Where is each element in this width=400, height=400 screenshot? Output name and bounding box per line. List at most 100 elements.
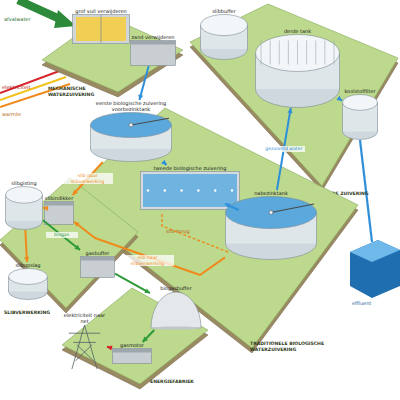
- node-label: slibgisting: [5, 180, 43, 186]
- tank-lamella: [270, 40, 271, 64]
- dome-base: [151, 327, 201, 330]
- tank-top: [91, 113, 172, 138]
- node-label: tweede biologische zuivering: [140, 165, 240, 171]
- platform-top: [0, 178, 138, 308]
- power-pylon: [69, 325, 101, 369]
- node-label: zand verwijderen: [130, 34, 176, 40]
- tank-edge: [8, 277, 9, 292]
- inflow-label: afvalwater: [4, 16, 30, 22]
- node-caption: biogasbuffer: [150, 285, 202, 291]
- equipment-box: [81, 257, 115, 278]
- node-label: gasbuffer: [80, 250, 115, 256]
- aeration-bubble: [214, 189, 216, 191]
- node-caption: slibgisting: [5, 180, 43, 186]
- node-caption: TRADITIONELE BIOLOGISCHE WATERZUIVERING: [250, 341, 358, 353]
- pipe-connector: [43, 220, 80, 250]
- node-label: slibopslag: [8, 262, 48, 268]
- clarifier-bridge: [271, 204, 314, 213]
- cyl-node: slibgisting: [5, 180, 43, 230]
- node-caption: slibbuffer: [200, 8, 248, 14]
- tank-edge: [200, 25, 201, 49]
- gas-dome: [151, 292, 201, 328]
- equipment-box: [45, 202, 74, 225]
- tank-edge: [316, 213, 317, 244]
- clarifier-bridge: [131, 118, 169, 125]
- node-caption: slibopslag: [8, 262, 48, 268]
- process-platform: SLIBVERWERKING slibgisting slibindikker gas…: [0, 170, 140, 320]
- screen-housing: [73, 15, 130, 44]
- node-caption: elektriciteit naar net: [62, 312, 107, 324]
- node-shape: [255, 34, 340, 108]
- tank-lamella: [315, 40, 316, 64]
- node-shape: [62, 324, 107, 370]
- screen-node: grof vuil verwijderen: [72, 8, 130, 44]
- clar-node: eerste biologische zuiveringvoorbezinkta…: [90, 100, 172, 162]
- node-shape: [5, 186, 43, 230]
- node-caption: tweede biologische zuivering: [140, 165, 240, 171]
- arrow-head: [336, 96, 342, 101]
- pipe-connector: [74, 222, 225, 275]
- node-label: derde tank: [255, 28, 340, 34]
- tank-edge: [42, 195, 43, 221]
- node-shape: [112, 348, 152, 364]
- aeration-bubble: [164, 189, 166, 191]
- tank-edge: [255, 53, 256, 89]
- process-platform: ENERGIEFABRIEK biogasbuffer gasmotor elektr…: [60, 280, 210, 390]
- node-label: nabezinktank: [225, 190, 317, 196]
- equipment-top: [81, 257, 115, 261]
- bigtank-node: derde tank: [255, 28, 340, 108]
- equipment-top: [113, 349, 152, 353]
- platform-label: ENERGIEFABRIEK: [150, 379, 208, 385]
- pipe-connector: [115, 274, 150, 293]
- node-label: slibbuffer: [200, 8, 248, 14]
- node-caption: SLIBVERWERKING: [4, 310, 64, 316]
- node-caption: zand verwijderen: [130, 34, 176, 40]
- arrow-head: [287, 108, 292, 113]
- arrow-head: [143, 337, 148, 342]
- pipe-connector: [143, 330, 155, 342]
- node-label: slibindikker: [44, 195, 74, 201]
- arrow-head: [144, 288, 150, 293]
- node-label: gasmotor: [112, 342, 152, 348]
- cyl-node: koolstoffilter: [342, 88, 378, 140]
- node-label: biogasbuffer: [150, 285, 202, 291]
- arrow-head: [74, 222, 80, 227]
- tank-lamella: [306, 40, 307, 64]
- box-node: gasbuffer: [80, 250, 115, 278]
- node-shape: [225, 196, 317, 260]
- aeration-bubble: [147, 189, 149, 191]
- cyl-node: slibbuffer: [200, 8, 248, 60]
- node-shape: [44, 201, 74, 225]
- node-shape: [72, 14, 130, 44]
- tank-lamella: [324, 40, 325, 64]
- aeration-bubble: [197, 189, 199, 191]
- basin-node: tweede biologische zuivering: [140, 165, 240, 210]
- tank-edge: [377, 102, 378, 131]
- node-shape: [90, 112, 172, 162]
- dome-node: biogasbuffer: [150, 285, 202, 330]
- node-caption: grof vuil verwijderen: [72, 8, 130, 14]
- node-caption: nabezinktank: [225, 190, 317, 196]
- pipe-label: biogas: [46, 232, 78, 238]
- tank-edge: [342, 102, 343, 131]
- outflow-label: effluent: [352, 300, 371, 306]
- basin-wall: [141, 172, 240, 210]
- pylon-node: elektriciteit naar net: [62, 312, 107, 370]
- tank-top: [226, 197, 317, 229]
- tank-lamella: [288, 40, 289, 64]
- clarifier-center: [269, 211, 273, 215]
- clarifier-center: [129, 123, 133, 127]
- pipe-connector: [139, 66, 148, 100]
- process-platform: MECHANISCHE WATERZUIVERING grof vuil verw…: [40, 5, 190, 105]
- platform-label: SLIBVERWERKING: [4, 310, 64, 316]
- tank-top: [343, 95, 378, 111]
- node-shape: [342, 94, 378, 140]
- clar-node: nabezinktank: [225, 190, 317, 260]
- tank-edge: [247, 25, 248, 49]
- platform-label: MECHANISCHE WATERZUIVERING: [48, 86, 133, 98]
- node-caption: gasmotor: [112, 342, 152, 348]
- tank-lamella: [334, 40, 335, 64]
- tank-edge: [5, 195, 6, 221]
